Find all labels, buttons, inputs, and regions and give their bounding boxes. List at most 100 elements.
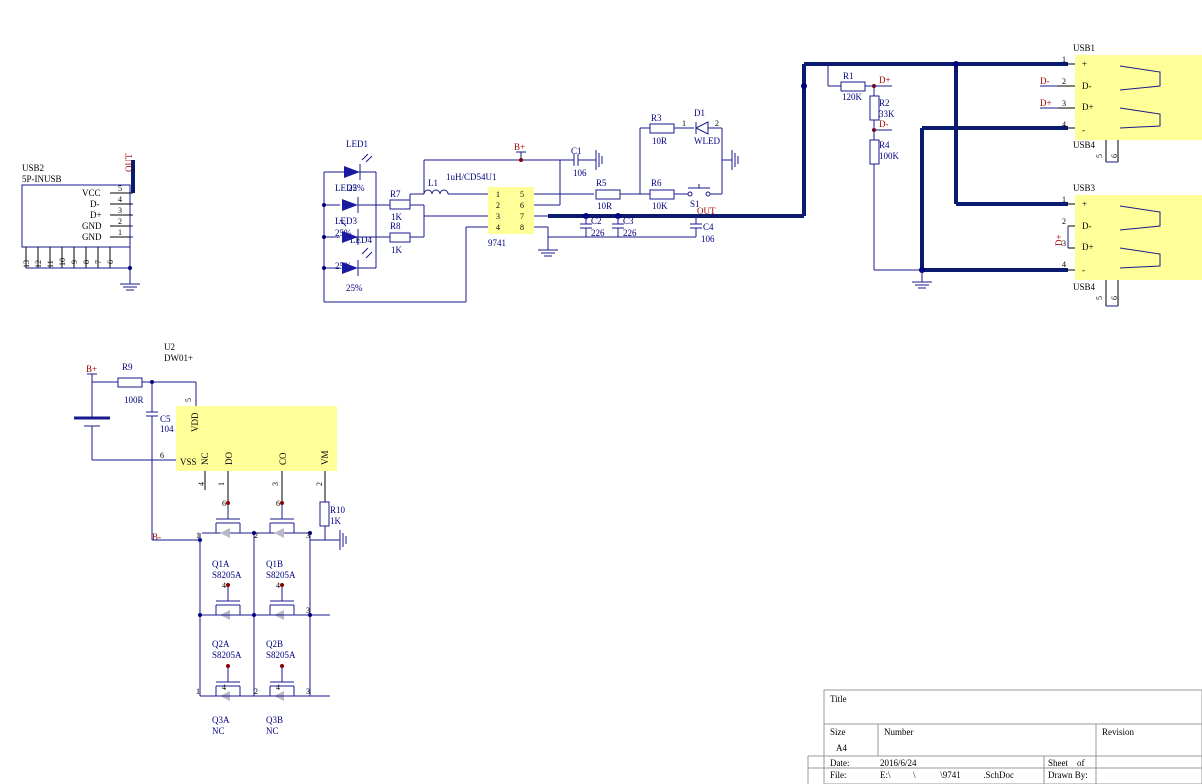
svg-text:C4: C4 (703, 222, 714, 232)
mosfet-q1a[interactable] (202, 501, 254, 538)
revision-label: Revision (1102, 727, 1135, 737)
svg-text:S1: S1 (690, 199, 700, 209)
svg-text:25%: 25% (346, 283, 363, 293)
svg-text:100K: 100K (879, 151, 900, 161)
mosfet-q2b[interactable] (256, 583, 308, 620)
file-value: E:\ \ \9741 .SchDoc (880, 770, 1014, 780)
svg-text:6: 6 (106, 260, 115, 264)
r3-resistor[interactable]: R3 10R (640, 113, 694, 146)
svg-text:9: 9 (70, 260, 79, 264)
size-label: Size (830, 727, 846, 737)
mosfet-ref: Q2A (212, 639, 230, 649)
svg-text:4: 4 (1062, 120, 1066, 129)
c1-gnd (595, 150, 603, 170)
svg-text:11: 11 (46, 260, 55, 268)
svg-text:USB4: USB4 (1073, 140, 1096, 150)
svg-text:R2: R2 (879, 98, 890, 108)
svg-text:2: 2 (118, 217, 122, 226)
svg-text:104: 104 (160, 424, 174, 434)
d1-gnd (731, 150, 739, 170)
svg-text:6: 6 (1110, 296, 1119, 300)
svg-text:33K: 33K (879, 109, 895, 119)
svg-text:1K: 1K (391, 245, 403, 255)
r5-resistor[interactable]: R5 10R (595, 128, 650, 211)
svg-text:226: 226 (591, 228, 605, 238)
mosfet-q3b[interactable] (256, 664, 308, 701)
r10-resistor[interactable]: R10 1K (310, 501, 347, 550)
r9-resistor[interactable]: R9 100R (117, 362, 197, 406)
svg-text:D-: D- (1040, 76, 1050, 86)
svg-text:12: 12 (34, 260, 43, 268)
c4-capacitor[interactable]: C4 106 (690, 216, 715, 244)
c3-capacitor[interactable]: C3 226 (612, 216, 637, 238)
mosfet-pin-num: 1 (196, 687, 200, 696)
date-label: Date: (830, 758, 850, 768)
mosfet-pin-num: 6 (222, 499, 226, 508)
s1-switch[interactable]: S1 OUT (687, 160, 723, 216)
u2-dw01[interactable]: U2 DW01+ VDD VSS NC DO CO VM 5 6 4 1 3 2 (160, 342, 337, 502)
mosfet-value: S8205A (266, 650, 296, 660)
svg-text:4: 4 (197, 482, 206, 486)
usb2-pin-dplus: D+ (90, 210, 102, 220)
mosfet-value: S8205A (212, 650, 242, 660)
usb2-connector[interactable]: USB2 5P-INUSB VCC D- D+ GND GND 5 4 3 2 … (21, 153, 140, 291)
mosfet-q1b[interactable] (256, 501, 308, 538)
svg-text:4: 4 (496, 223, 500, 232)
svg-text:5: 5 (1095, 154, 1104, 158)
mosfet-q3a[interactable] (202, 664, 254, 701)
svg-text:USB3: USB3 (1073, 183, 1096, 193)
mosfet-ref: Q3B (266, 715, 283, 725)
r7-resistor[interactable]: R7 1K (389, 189, 488, 222)
usb2-pin-dminus: D- (90, 199, 100, 209)
c2-capacitor[interactable]: C2 226 (580, 216, 605, 238)
svg-text:106: 106 (573, 168, 587, 178)
svg-text:C1: C1 (571, 146, 582, 156)
svg-text:10R: 10R (652, 136, 667, 146)
svg-text:C2: C2 (591, 216, 602, 226)
svg-text:OUT: OUT (697, 206, 716, 216)
ic-9741[interactable]: 9741 1 2 3 4 5 6 7 8 (488, 160, 594, 257)
svg-text:U2: U2 (164, 342, 175, 352)
svg-text:4: 4 (1062, 260, 1066, 269)
led1-value: LED2 (335, 183, 357, 193)
r1-dplus-net: D+ (879, 75, 891, 85)
svg-text:3: 3 (496, 212, 500, 221)
svg-text:R8: R8 (390, 221, 401, 231)
l1-inductor[interactable]: L1 1uH/CD54U1 (409, 159, 560, 205)
svg-text:+: + (1082, 59, 1087, 69)
svg-text:R9: R9 (122, 362, 133, 372)
r8-resistor[interactable]: R8 1K (389, 216, 425, 255)
bplus-net-top: B+ (514, 142, 526, 162)
r6-resistor[interactable]: R6 10K (649, 178, 688, 211)
c1-capacitor[interactable]: C1 106 (560, 146, 603, 178)
title-label: Title (830, 694, 847, 704)
usb3-connector[interactable]: USB3 + D- D+ - 1 2 3 4 D+ USB4 5 6 (1054, 183, 1202, 307)
mosfet-q2a[interactable] (202, 583, 254, 620)
usb2-pin-vcc: VCC (82, 188, 101, 198)
c5-capacitor[interactable]: C5 104 (146, 382, 174, 540)
mosfet-value: S8205A (212, 570, 242, 580)
usb1-connector[interactable]: USB1 + D- D+ - 1 2 3 4 D- D+ USB4 5 6 (1040, 43, 1202, 163)
svg-text:R4: R4 (879, 140, 890, 150)
svg-text:-: - (1082, 265, 1085, 275)
svg-text:R3: R3 (651, 113, 662, 123)
svg-text:25%: 25% (348, 183, 365, 193)
r2-resistor[interactable]: R2 33K D- (869, 86, 895, 132)
r4-resistor[interactable]: R4 100K (869, 130, 922, 271)
svg-text:1: 1 (496, 190, 500, 199)
mosfet-pin-num: 4 (276, 581, 280, 590)
svg-text:2: 2 (315, 482, 324, 486)
svg-text:C3: C3 (623, 216, 634, 226)
led2-symbol (342, 197, 359, 213)
svg-text:B-: B- (152, 532, 161, 542)
mosfet-pin-num: 4 (276, 683, 280, 692)
r10-gnd (339, 530, 347, 550)
svg-text:3: 3 (118, 206, 122, 215)
svg-text:WLED: WLED (694, 136, 720, 146)
mosfet-pin-num: 2 (254, 531, 258, 540)
svg-text:R10: R10 (330, 505, 346, 515)
svg-text:D+: D+ (1082, 242, 1094, 252)
usb2-bottom-pins: 13 12 11 10 9 8 7 6 (22, 247, 130, 269)
r1-resistor[interactable]: R1 120K D+ (827, 64, 892, 102)
d1-wled[interactable]: D1 WLED 1 2 (682, 108, 739, 170)
